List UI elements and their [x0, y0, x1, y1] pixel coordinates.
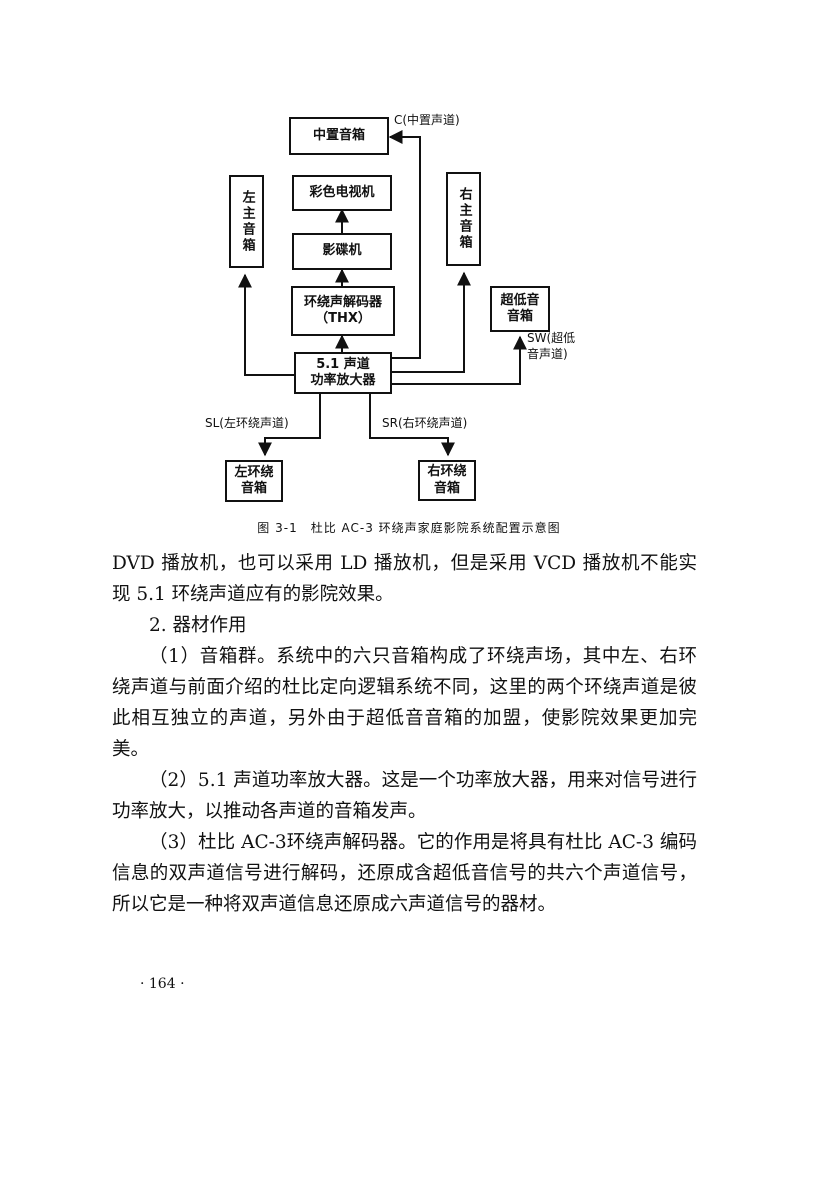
- arrow-amp-to-subwoofer: [392, 335, 527, 385]
- arrow-amp-to-center: [388, 130, 421, 359]
- arrow-amp-to-right-surround: [369, 394, 455, 457]
- sw-channel-label: SW(超低 音声道): [527, 331, 576, 361]
- amplifier-box: 5.1 声道 功率放大器: [294, 352, 392, 394]
- center-speaker-box: 中置音箱: [289, 117, 389, 155]
- paragraph: （1）音箱群。系统中的六只音箱构成了环绕声场，其中左、右环绕声道与前面介绍的杜比…: [112, 646, 697, 760]
- left-surround-speaker-box: 左环绕 音箱: [225, 460, 283, 502]
- paragraph: DVD 播放机，也可以采用 LD 播放机，但是采用 VCD 播放机不能实现 5.…: [112, 553, 697, 605]
- diagram-connectors: [238, 130, 527, 457]
- paragraph: （3）杜比 AC-3环绕声解码器。它的作用是将具有杜比 AC-3 编码信息的双声…: [112, 832, 697, 915]
- right-main-speaker-box: 右主音箱: [446, 172, 481, 266]
- page-number: · 164 ·: [140, 976, 185, 992]
- disc-player-box: 影碟机: [292, 233, 392, 270]
- subwoofer-box: 超低音 音箱: [490, 286, 550, 332]
- color-tv-box: 彩色电视机: [292, 175, 392, 211]
- sr-channel-label: SR(右环绕声道): [382, 416, 468, 430]
- arrow-amp-to-left-surround: [258, 394, 321, 457]
- left-main-speaker-box: 左主音箱: [229, 175, 264, 268]
- center-channel-label: C(中置声道): [394, 113, 460, 127]
- body-text: DVD 播放机，也可以采用 LD 播放机，但是采用 VCD 播放机不能实现 5.…: [112, 548, 697, 920]
- section-heading: 2. 器材作用: [149, 615, 247, 636]
- system-diagram: 中置音箱 彩色电视机 影碟机 环绕声解码器 （THX） 5.1 声道 功率放大器…: [0, 0, 818, 540]
- figure-caption: 图 3-1 杜比 AC-3 环绕声家庭影院系统配置示意图: [257, 521, 561, 535]
- arrow-amp-to-right-main: [392, 271, 471, 373]
- arrow-amp-to-left-main: [238, 273, 294, 376]
- decoder-box: 环绕声解码器 （THX）: [291, 286, 395, 336]
- right-surround-speaker-box: 右环绕 音箱: [418, 460, 476, 501]
- sl-channel-label: SL(左环绕声道): [205, 416, 289, 430]
- paragraph: （2）5.1 声道功率放大器。这是一个功率放大器，用来对信号进行功率放大，以推动…: [112, 770, 697, 822]
